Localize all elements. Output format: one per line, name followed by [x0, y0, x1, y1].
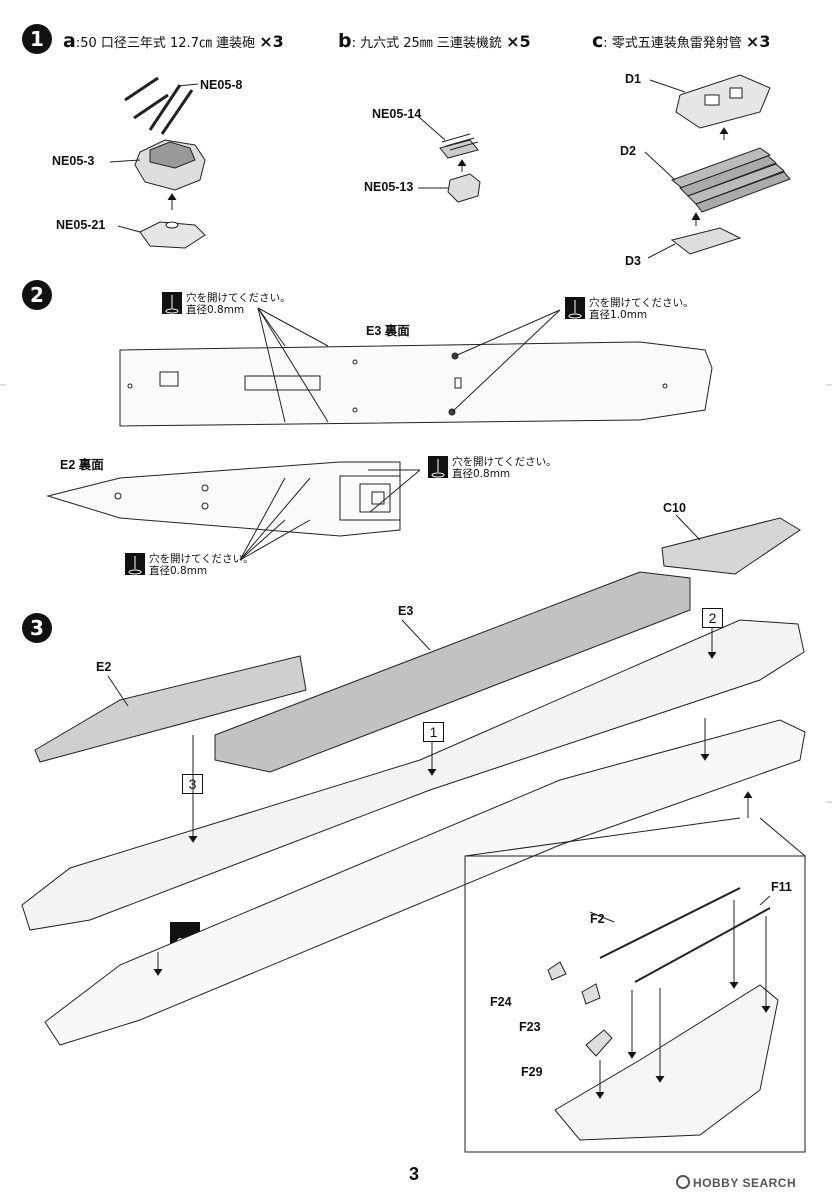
- drill-note-e2-right: 穴を開けてください。直径0.8mm: [428, 456, 557, 480]
- part-label-d1: D1: [625, 72, 641, 86]
- part-label-ne05-3: NE05-3: [52, 154, 95, 168]
- page-number: 3: [409, 1164, 420, 1184]
- subassembly-b-heading: b: 九六式 25㎜ 三連装機銃 ×5: [338, 30, 531, 52]
- subassembly-b-quantity: ×5: [506, 32, 531, 51]
- subassembly-a-letter: a: [63, 30, 76, 52]
- part-label-d2: D2: [620, 144, 636, 158]
- subassembly-c-letter: c: [592, 30, 604, 52]
- drill-note-diameter: 直径0.8mm: [149, 565, 208, 577]
- part-label-d3: D3: [625, 254, 641, 268]
- torpedo-launcher-drawing: [644, 74, 791, 259]
- part-label-f11: F11: [771, 880, 792, 894]
- part-label-e2: E2: [96, 660, 112, 674]
- drill-note-text: 穴を開けてください。: [589, 297, 694, 309]
- drill-note-diameter: 直径1.0mm: [589, 309, 648, 321]
- step-number-2: 2: [22, 280, 52, 310]
- subassembly-a-quantity: ×3: [259, 32, 284, 51]
- drill-note-e2-left: 穴を開けてください。直径0.8mm: [125, 553, 254, 577]
- part-label-f2: F2: [590, 912, 605, 926]
- step-number-3: 3: [22, 613, 52, 643]
- e2-underside-drawing: [46, 461, 421, 561]
- part-label-f23: F23: [519, 1020, 541, 1034]
- subassembly-c-quantity: ×3: [745, 32, 771, 51]
- drill-note-diameter: 直径0.8mm: [186, 304, 245, 316]
- part-label-e3: E3: [398, 604, 414, 618]
- part-label-c10: C10: [663, 501, 686, 515]
- sequence-box-2: 2: [702, 608, 723, 628]
- part-label-f24: F24: [490, 995, 512, 1009]
- e3-underside-label: E3 裏面: [366, 324, 410, 338]
- drill-icon-glyphs: [128, 295, 582, 575]
- hobby-search-logo-icon: [676, 1175, 690, 1189]
- drill-note-diameter: 直径0.8mm: [452, 468, 511, 480]
- gun-turret-drawing: [109, 76, 206, 249]
- part-label-ne05-14: NE05-14: [372, 107, 422, 121]
- subassembly-a-heading: a:50 口径三年式 12.7㎝ 連装砲 ×3: [63, 30, 284, 52]
- subassembly-a-title: :50 口径三年式 12.7㎝ 連装砲: [75, 36, 256, 51]
- sequence-box-1: 1: [423, 722, 444, 742]
- subassembly-c-title: : 零式五連装魚雷発射管: [603, 36, 742, 51]
- part-label-ne05-8: NE05-8: [200, 78, 243, 92]
- watermark: HOBBY SEARCH: [676, 1175, 796, 1190]
- e3-underside-drawing: [119, 307, 713, 427]
- step-number-1: 1: [22, 24, 52, 54]
- detail-callout-frame: [464, 817, 806, 1153]
- part-label-ne05-21: NE05-21: [56, 218, 106, 232]
- part-label-ne05-13: NE05-13: [364, 180, 414, 194]
- aa-gun-drawing: [418, 117, 481, 203]
- watermark-text: HOBBY SEARCH: [693, 1176, 797, 1190]
- subassembly-b-title: : 九六式 25㎜ 三連装機銃: [351, 36, 502, 51]
- e2-underside-label: E2 裏面: [60, 458, 104, 472]
- hull-assembly-drawing: [21, 514, 806, 1046]
- part-label-f29: F29: [521, 1065, 543, 1079]
- page-edge-marks: [0, 384, 832, 803]
- drill-note-text: 穴を開けてください。: [149, 553, 254, 565]
- drill-note-text: 穴を開けてください。: [186, 292, 291, 304]
- subassembly-c-heading: c: 零式五連装魚雷発射管 ×3: [592, 30, 770, 52]
- drill-note-text: 穴を開けてください。: [452, 456, 557, 468]
- drill-note-e3-right: 穴を開けてください。直径1.0mm: [565, 297, 694, 321]
- subassembly-b-letter: b: [338, 30, 352, 52]
